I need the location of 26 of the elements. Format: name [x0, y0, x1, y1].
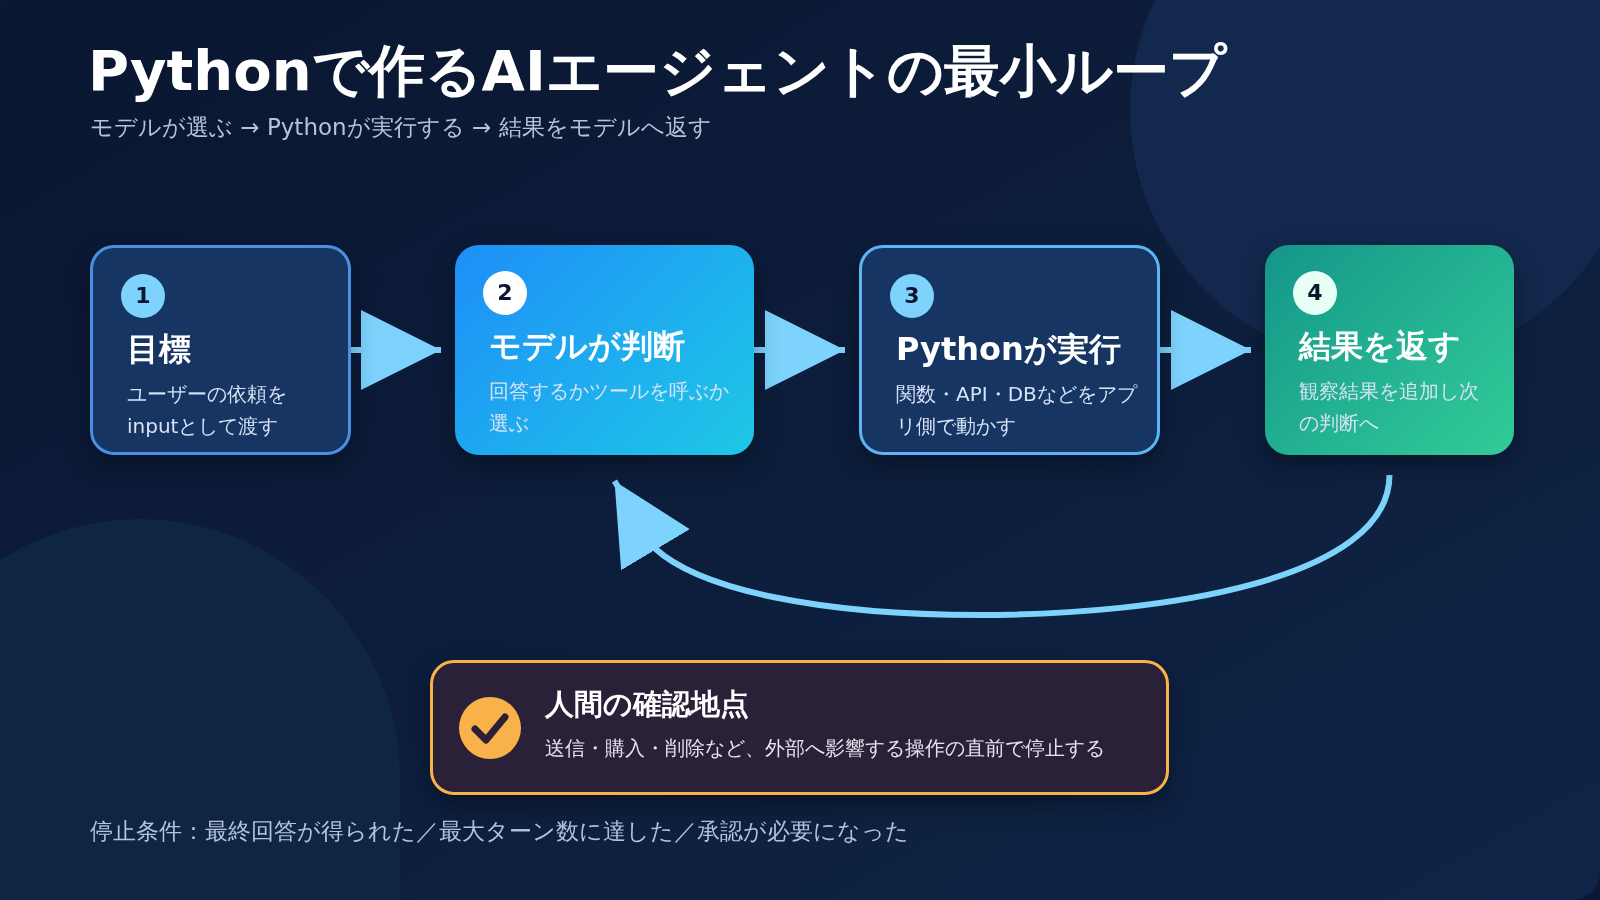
- arrow: [351, 310, 441, 390]
- step-number: 4: [1293, 271, 1337, 315]
- step-box: [90, 245, 351, 455]
- step-description: 回答するかツールを呼ぶか選ぶ: [489, 378, 730, 437]
- arrow: [754, 310, 845, 390]
- step-heading: 結果を返す: [1299, 326, 1461, 367]
- arrow: [611, 474, 1393, 618]
- callout-box: [430, 660, 1169, 795]
- callout-text: 送信・購入・削除など、外部へ影響する操作の直前で停止する: [545, 735, 1105, 762]
- step-number: 2: [483, 271, 527, 315]
- step-description: 観察結果を追加し次の判断へ: [1299, 378, 1480, 437]
- step-heading: Pythonが実行: [896, 329, 1121, 370]
- arrow: [1160, 310, 1251, 390]
- step-box: [1265, 245, 1514, 455]
- step-description: 関数・API・DBなどをアプリ側で動かす: [896, 381, 1139, 440]
- step-description: ユーザーの依頼をinputとして渡す: [127, 381, 288, 440]
- step-heading: モデルが判断: [489, 326, 685, 367]
- step-box: [455, 245, 754, 455]
- callout-heading: 人間の確認地点: [545, 686, 749, 723]
- title: Pythonで作るAIエージェントの最小ループ: [88, 37, 1226, 105]
- step-number: 3: [890, 274, 934, 318]
- step-heading: 目標: [127, 329, 191, 370]
- footer-note: 停止条件：最終回答が得られた／最大ターン数に達した／承認が必要になった: [90, 817, 909, 846]
- subtitle: モデルが選ぶ → Pythonが実行する → 結果をモデルへ返す: [90, 113, 712, 142]
- step-box: [859, 245, 1160, 455]
- step-number: 1: [121, 274, 165, 318]
